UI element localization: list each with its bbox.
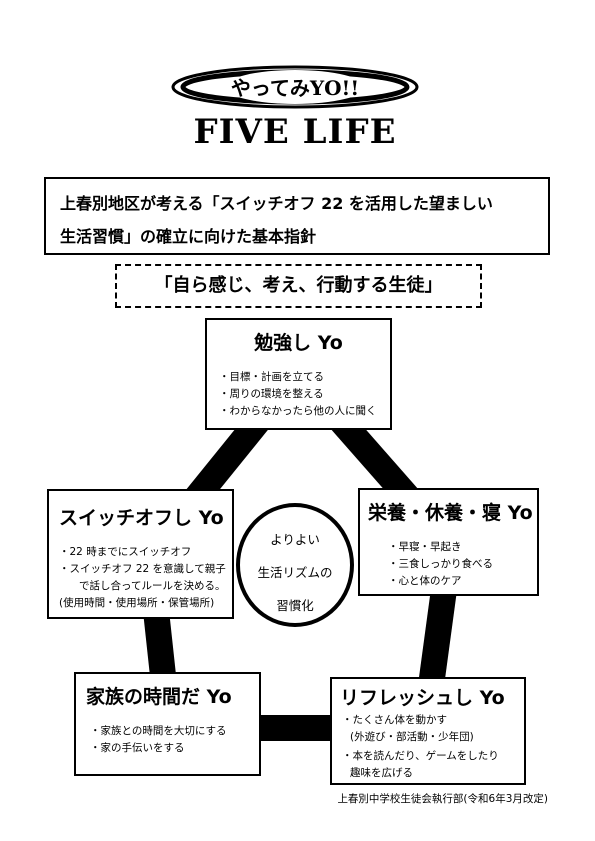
policy-line-1: 上春別地区が考える「スイッチオフ 22 を活用した望ましい bbox=[60, 194, 493, 213]
card-refresh: リフレッシュし Yo たくさん体を動かす (外遊び・部活動・少年団) 本を読んだ… bbox=[330, 677, 526, 785]
center-line-3: 習慣化 bbox=[276, 598, 314, 613]
list-item: スイッチオフ 22 を意識して親子 bbox=[59, 561, 232, 578]
logo-title: FIVE LIFE bbox=[193, 112, 397, 152]
logo-ring-icon bbox=[171, 65, 419, 109]
card-study-list: 目標・計画を立てる 周りの環境を整える わからなかったら他の人に聞く bbox=[219, 369, 390, 420]
list-item: 家の手伝いをする bbox=[90, 740, 259, 757]
list-item: わからなかったら他の人に聞く bbox=[219, 403, 390, 420]
card-refresh-item2-cont: 趣味を広げる bbox=[350, 767, 413, 779]
policy-box: 上春別地区が考える「スイッチオフ 22 を活用した望ましい 生活習慣」の確立に向… bbox=[44, 177, 550, 255]
footer: 上春別中学校生徒会執行部(令和6年3月改定) bbox=[337, 793, 548, 805]
card-study-title: 勉強し Yo bbox=[254, 332, 343, 354]
policy-line-2: 生活習慣」の確立に向けた基本指針 bbox=[60, 227, 317, 246]
list-item: 家族との時間を大切にする bbox=[90, 723, 259, 740]
card-study: 勉強し Yo 目標・計画を立てる 周りの環境を整える わからなかったら他の人に聞… bbox=[205, 318, 392, 430]
card-family: 家族の時間だ Yo 家族との時間を大切にする 家の手伝いをする bbox=[74, 672, 261, 776]
card-nutrition: 栄養・休養・寝 Yo 早寝・早起き 三食しっかり食べる 心と体のケア bbox=[358, 488, 539, 596]
logo-badge-text: やってみYO!! bbox=[230, 76, 360, 100]
card-switch-off-title: スイッチオフし Yo bbox=[59, 507, 224, 529]
card-refresh-item1-note: (外遊び・部活動・少年団) bbox=[350, 731, 474, 743]
card-family-list: 家族との時間を大切にする 家の手伝いをする bbox=[90, 723, 259, 757]
list-item: 22 時までにスイッチオフ bbox=[59, 544, 232, 561]
card-refresh-list: たくさん体を動かす bbox=[342, 712, 524, 729]
card-switch-off: スイッチオフし Yo 22 時までにスイッチオフ スイッチオフ 22 を意識して… bbox=[47, 489, 234, 619]
card-switch-off-note: (使用時間・使用場所・保管場所) bbox=[59, 597, 215, 609]
list-item: 周りの環境を整える bbox=[219, 386, 390, 403]
card-refresh-list-2: 本を読んだり、ゲームをしたり bbox=[342, 748, 524, 765]
list-item: 三食しっかり食べる bbox=[388, 556, 537, 573]
card-family-title: 家族の時間だ Yo bbox=[86, 686, 232, 708]
card-nutrition-title: 栄養・休養・寝 Yo bbox=[368, 502, 533, 524]
card-nutrition-list: 早寝・早起き 三食しっかり食べる 心と体のケア bbox=[388, 539, 537, 590]
center-circle: よりよい 生活リズムの 習慣化 bbox=[236, 503, 354, 627]
motto: 「自ら感じ、考え、行動する生徒」 bbox=[115, 264, 482, 308]
list-item: 本を読んだり、ゲームをしたり bbox=[342, 748, 524, 765]
card-refresh-title: リフレッシュし Yo bbox=[340, 687, 505, 709]
center-line-2: 生活リズムの bbox=[257, 565, 333, 580]
list-item: 早寝・早起き bbox=[388, 539, 537, 556]
center-line-1: よりよい bbox=[270, 532, 320, 547]
list-item: たくさん体を動かす bbox=[342, 712, 524, 729]
logo: やってみYO!! FIVE LIFE bbox=[170, 62, 420, 162]
card-switch-off-list: 22 時までにスイッチオフ スイッチオフ 22 を意識して親子 bbox=[59, 544, 232, 578]
card-switch-off-item2-cont: で話し合ってルールを決める。 bbox=[79, 580, 226, 592]
list-item: 目標・計画を立てる bbox=[219, 369, 390, 386]
list-item: 心と体のケア bbox=[388, 573, 537, 590]
